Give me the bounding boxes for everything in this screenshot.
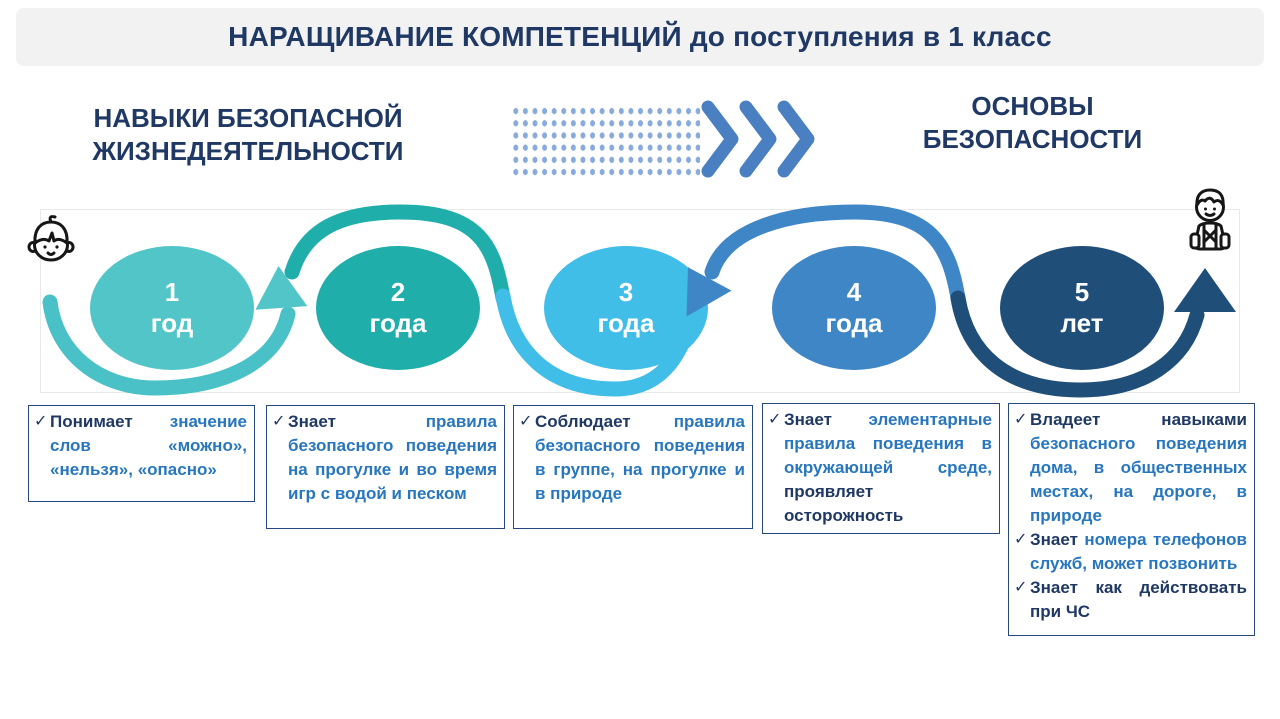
stage-unit: лет <box>1060 308 1104 339</box>
competency-item: ✓ Знает элементарные правила поведения в… <box>768 408 992 528</box>
left-heading: НАВЫКИ БЕЗОПАСНОЙ ЖИЗНЕДЕЯТЕЛЬНОСТИ <box>52 102 444 169</box>
competency-item: ✓ Соблюдает правила безопасного поведе­н… <box>519 410 745 506</box>
arrow-up-icon-stage1-2 <box>255 266 308 310</box>
check-icon: ✓ <box>272 413 286 430</box>
stage-unit: года <box>597 308 655 339</box>
dotted-pattern <box>510 104 700 177</box>
chevron-icon <box>701 100 739 178</box>
stage-label-5: 5 лет <box>1000 277 1164 339</box>
stage-ellipse-5 <box>1000 246 1164 370</box>
stage-number: 5 <box>1074 277 1090 307</box>
stage-number: 4 <box>846 277 862 307</box>
right-heading-line1: ОСНОВЫ <box>971 91 1094 121</box>
stage-unit: год <box>150 308 194 339</box>
stage-unit: года <box>369 308 427 339</box>
arrow-up-icon-final <box>1174 268 1236 312</box>
stage-unit: года <box>825 308 883 339</box>
ribbon-arc-under-stage3 <box>495 284 705 397</box>
competency-box-2: ✓ Знает правила безопасного поведе­ния н… <box>266 405 505 529</box>
check-icon: ✓ <box>768 411 782 428</box>
ribbon-arc-under-stage5 <box>950 290 1205 398</box>
ribbon-arc-over-stage4 <box>704 204 966 306</box>
competency-text: Владеет навыками безопасного поведения д… <box>1030 410 1247 525</box>
stage-label-2: 2 года <box>316 277 480 339</box>
chevron-icon <box>739 100 777 178</box>
competency-item: ✓ Знает как действовать при ЧС <box>1014 576 1247 624</box>
left-heading-line2: ЖИЗНЕДЕЯТЕЛЬНОСТИ <box>92 136 404 167</box>
page-title: НАРАЩИВАНИЕ КОМПЕТЕНЦИЙ до поступления в… <box>228 21 1052 52</box>
competency-box-3: ✓ Соблюдает правила безопасного поведе­н… <box>513 405 753 529</box>
ribbon-arc-over-stage2 <box>284 204 511 306</box>
competency-text: Знает элементарные правила поведения в о… <box>784 410 992 525</box>
competency-text: Соблюдает правила безопасного поведе­ния… <box>535 412 745 503</box>
schoolchild-backpack-icon <box>1189 188 1231 251</box>
stage-ellipse-4 <box>772 246 936 370</box>
check-icon: ✓ <box>1014 579 1028 596</box>
competency-text: Знает правила безопасного поведе­ния на … <box>288 412 497 503</box>
competency-box-1: ✓ Понимает значение слов «можно», «нельз… <box>28 405 255 502</box>
stage-ellipse-2 <box>316 246 480 370</box>
right-heading: ОСНОВЫ БЕЗОПАСНОСТИ <box>880 90 1185 157</box>
stage-ellipse-3 <box>544 246 708 370</box>
competency-box-5: ✓ Владеет навыками безопасного поведения… <box>1008 403 1255 636</box>
competency-item: ✓ Понимает значение слов «можно», «нельз… <box>34 410 247 482</box>
competency-text: Знает номера телефонов служб, может позв… <box>1030 530 1247 573</box>
stage-label-4: 4 года <box>772 277 936 339</box>
chevron-icon <box>777 100 815 178</box>
left-heading-line1: НАВЫКИ БЕЗОПАСНОЙ <box>93 103 403 133</box>
competency-text: Понимает значение слов «можно», «нельзя»… <box>50 412 247 479</box>
stage-ellipse-1 <box>90 246 254 370</box>
stage-number: 1 <box>164 277 180 307</box>
competency-box-4: ✓ Знает элементарные правила поведения в… <box>762 403 1000 534</box>
competency-text: Знает как действовать при ЧС <box>1030 578 1247 621</box>
arrow-up-icon-stage3-4 <box>686 267 732 317</box>
triple-chevron-arrow-icon <box>701 100 815 178</box>
ribbon-arc-under-stage1 <box>42 294 296 396</box>
stage-label-3: 3 года <box>544 277 708 339</box>
competency-item: ✓ Знает правила безопасного поведе­ния н… <box>272 410 497 506</box>
stage-number: 2 <box>390 277 406 307</box>
stage-number: 3 <box>618 277 634 307</box>
check-icon: ✓ <box>1014 531 1028 548</box>
title-bar: НАРАЩИВАНИЕ КОМПЕТЕНЦИЙ до поступления в… <box>16 8 1264 66</box>
check-icon: ✓ <box>519 413 533 430</box>
toddler-face-icon <box>27 215 75 262</box>
competency-item: ✓ Знает номера телефонов служб, может по… <box>1014 528 1247 576</box>
stage-label-1: 1 год <box>90 277 254 339</box>
check-icon: ✓ <box>1014 411 1028 428</box>
competency-item: ✓ Владеет навыками безопасного поведения… <box>1014 408 1247 528</box>
check-icon: ✓ <box>34 413 48 430</box>
right-heading-line2: БЕЗОПАСНОСТИ <box>922 124 1143 155</box>
